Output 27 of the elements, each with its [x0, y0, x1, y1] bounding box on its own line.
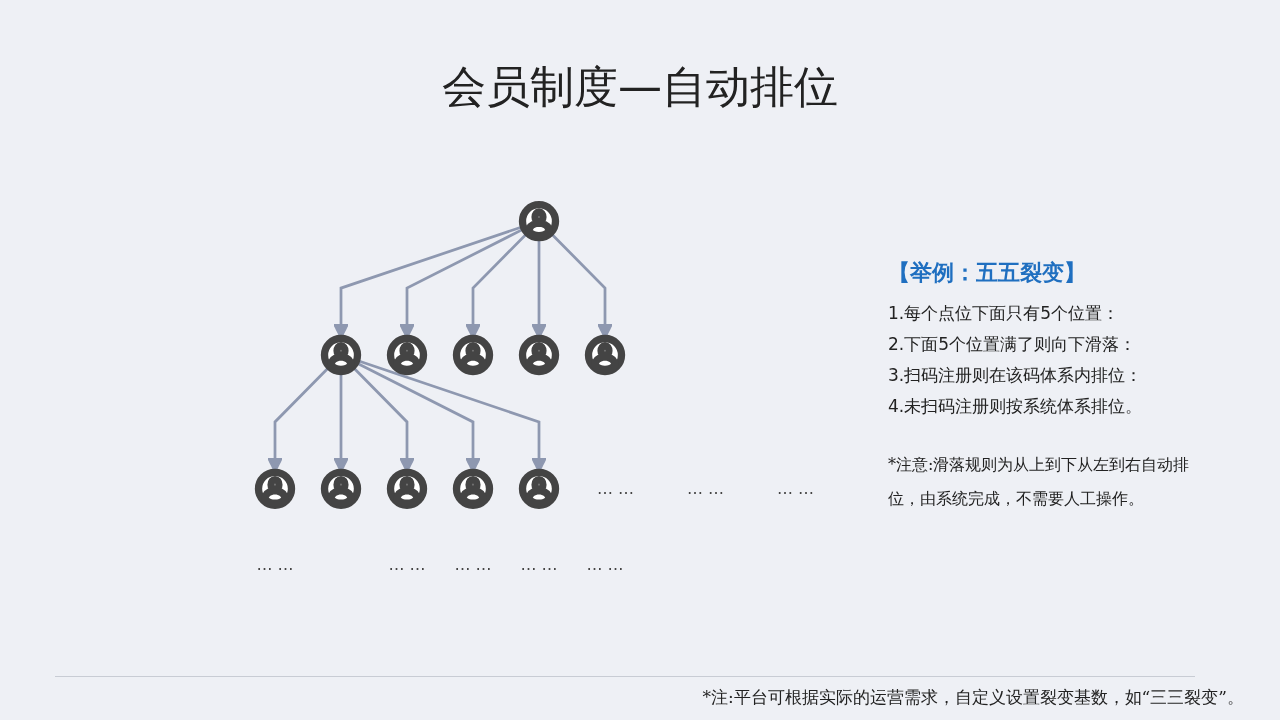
title: 会员制度—自动排位 — [441, 60, 839, 114]
person-avatar — [254, 468, 296, 509]
person-avatar — [518, 201, 560, 242]
ellipsis: … … — [585, 555, 625, 575]
person-avatar — [320, 468, 362, 509]
ellipsis: … … — [519, 555, 559, 575]
ellipsis: … … — [387, 555, 427, 575]
person-avatar — [320, 334, 362, 376]
ellipsis: … … — [255, 555, 295, 575]
ellipsis: … … — [453, 555, 493, 575]
note-text: *注意:滑落规则为从上到下从左到右自动排位，由系统完成，不需要人工操作。 — [888, 454, 1191, 510]
ellipsis: … … — [685, 478, 726, 498]
person-avatar — [584, 334, 626, 376]
person-avatar — [452, 468, 494, 509]
ellipsis: … … — [775, 478, 816, 498]
person-avatar — [518, 334, 560, 376]
person-avatar — [386, 468, 428, 509]
ellipsis: … … — [595, 478, 636, 498]
rule-text: 3.扫码注册则在该码体系内排位： — [888, 364, 1144, 387]
person-avatar — [452, 334, 494, 376]
example-heading: 【举例：五五裂变】 — [888, 259, 1087, 287]
person-avatar — [518, 468, 560, 509]
rule-text: 1.每个点位下面只有5个位置： — [888, 302, 1121, 325]
rule-text: 2.下面5个位置满了则向下滑落： — [888, 333, 1138, 356]
footnote: *注:平台可根据实际的运营需求，自定义设置裂变基数，如“三三裂变”。 — [702, 686, 1244, 709]
rule-text: 4.未扫码注册则按系统体系排位。 — [888, 395, 1144, 418]
person-avatar — [386, 334, 428, 376]
